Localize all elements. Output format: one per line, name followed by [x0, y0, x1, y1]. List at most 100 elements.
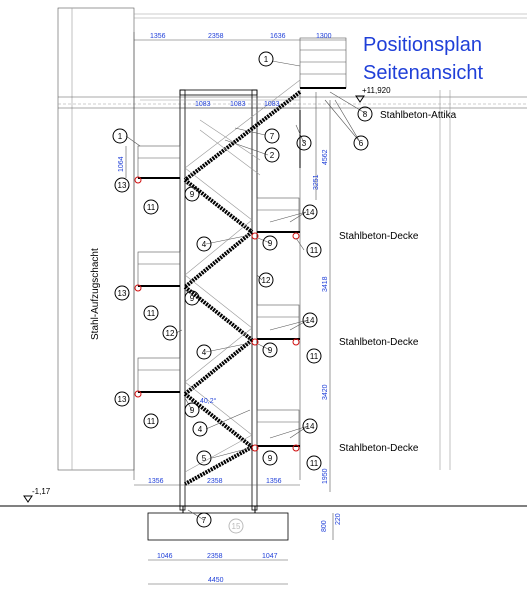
title-line2: Seitenansicht	[363, 62, 484, 84]
position-bubble-11d: 11	[306, 348, 322, 364]
dim-top-3: 1636	[270, 33, 286, 40]
right-landings	[256, 197, 300, 447]
position-bubble-2: 2	[264, 147, 280, 163]
dim-inner-1: 1083	[195, 101, 211, 108]
svg-text:7: 7	[270, 132, 275, 141]
dimension-lines	[125, 39, 346, 585]
dim-top-4: 1300	[316, 33, 332, 40]
svg-text:12: 12	[262, 276, 271, 285]
position-bubble-7a: 7	[264, 128, 280, 144]
dim-bottom-lower-1: 1046	[157, 553, 173, 560]
top-platform	[299, 37, 347, 200]
svg-text:14: 14	[306, 316, 315, 325]
svg-text:13: 13	[118, 181, 127, 190]
dim-bottom-upper-3: 1356	[266, 478, 282, 485]
attika-label: Stahlbeton-Attika	[380, 110, 457, 121]
position-bubble-7b: 7	[196, 512, 212, 528]
svg-text:4: 4	[202, 240, 207, 249]
position-bubble-3: 3	[296, 135, 312, 151]
position-bubble-9c: 9	[184, 290, 200, 306]
svg-text:14: 14	[306, 208, 315, 217]
svg-text:13: 13	[118, 395, 127, 404]
svg-text:3: 3	[302, 139, 307, 148]
dim-bottom-upper-1: 1356	[148, 478, 164, 485]
dim-top-2: 2358	[208, 33, 224, 40]
svg-text:12: 12	[166, 329, 175, 338]
position-bubble-9e: 9	[184, 402, 200, 418]
position-bubble-14a: 14	[302, 204, 318, 220]
leader-lines	[125, 60, 366, 521]
svg-text:6: 6	[359, 139, 364, 148]
position-bubble-11e: 11	[143, 413, 159, 429]
svg-text:13: 13	[118, 289, 127, 298]
svg-text:4: 4	[202, 348, 207, 357]
dim-foundation-2: 220	[335, 513, 342, 525]
svg-text:11: 11	[147, 309, 156, 318]
svg-text:15: 15	[232, 522, 241, 531]
handrails	[140, 79, 301, 473]
elev-top-label: +11,920	[362, 86, 391, 95]
svg-text:7: 7	[202, 516, 207, 525]
position-bubble-12a: 12	[258, 272, 274, 288]
dim-inner-2: 1083	[230, 101, 246, 108]
dim-right-2: 3251	[313, 174, 320, 190]
position-bubble-4a: 4	[196, 236, 212, 252]
dim-left: 1064	[118, 156, 125, 172]
dim-top-1: 1356	[150, 33, 166, 40]
svg-text:9: 9	[268, 346, 273, 355]
elevation-top: +11,920	[355, 86, 391, 103]
position-bubble-9d: 9	[262, 342, 278, 358]
svg-text:1: 1	[118, 132, 123, 141]
anchor-symbols	[134, 176, 300, 452]
svg-text:9: 9	[190, 406, 195, 415]
dim-inner-3: 1083	[264, 101, 280, 108]
position-bubble-9b: 9	[262, 235, 278, 251]
position-bubble-14b: 14	[302, 312, 318, 328]
position-bubble-11f: 11	[306, 455, 322, 471]
svg-text:9: 9	[268, 239, 273, 248]
svg-text:11: 11	[310, 352, 319, 361]
position-bubble-5: 5	[196, 450, 212, 466]
svg-text:11: 11	[310, 459, 319, 468]
dim-right-5: 1950	[322, 468, 329, 484]
svg-text:11: 11	[147, 203, 156, 212]
svg-text:9: 9	[268, 454, 273, 463]
svg-text:9: 9	[190, 190, 195, 199]
position-bubble-6: 6	[353, 135, 369, 151]
position-bubble-14c: 14	[302, 418, 318, 434]
svg-text:5: 5	[202, 454, 207, 463]
position-bubble-1b: 1	[112, 128, 128, 144]
dim-right-4: 3420	[322, 384, 329, 400]
left-landings	[137, 145, 181, 393]
dim-right-3: 3418	[322, 276, 329, 292]
svg-text:1: 1	[264, 55, 269, 64]
svg-text:14: 14	[306, 422, 315, 431]
title-line1: Positionsplan	[363, 34, 482, 56]
elevation-bottom: -1,17	[23, 487, 51, 503]
position-bubble-15: 15	[228, 518, 244, 534]
svg-text:2: 2	[270, 151, 275, 160]
position-bubble-13a: 13	[114, 177, 130, 193]
position-bubble-11c: 11	[143, 305, 159, 321]
svg-text:4: 4	[198, 425, 203, 434]
angle-label: 40,2°	[200, 397, 217, 405]
position-bubble-11b: 11	[306, 242, 322, 258]
dim-bottom-lower-2: 2358	[207, 553, 223, 560]
dim-foundation-1: 800	[321, 520, 328, 532]
ground-foundation	[0, 505, 527, 541]
dim-bottom-total: 4450	[208, 577, 224, 584]
position-bubble-9a: 9	[184, 186, 200, 202]
svg-text:9: 9	[190, 294, 195, 303]
attika-lines	[58, 90, 527, 470]
elev-bottom-label: -1,17	[32, 487, 51, 496]
decke-label-2: Stahlbeton-Decke	[339, 337, 419, 348]
svg-text:11: 11	[147, 417, 156, 426]
svg-text:11: 11	[310, 246, 319, 255]
dim-right-1: 4562	[322, 149, 329, 165]
svg-text:8: 8	[363, 110, 368, 119]
position-bubble-13b: 13	[114, 285, 130, 301]
dim-bottom-lower-3: 1047	[262, 553, 278, 560]
position-bubble-1a: 1	[258, 51, 274, 67]
